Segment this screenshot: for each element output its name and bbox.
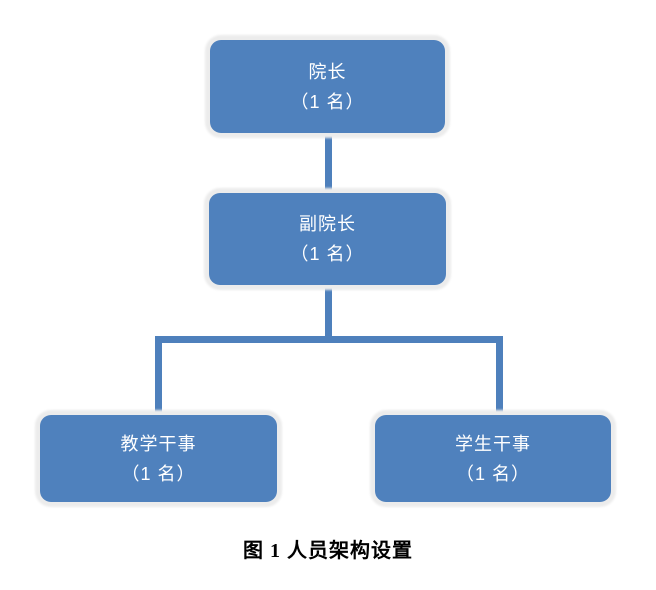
connector-dean-to-vice-dean (325, 132, 332, 194)
connector-branch-to-student-officer (496, 336, 503, 415)
org-node-title: 副院长 (299, 214, 356, 234)
org-node-teaching-officer: 教学干事 （1 名） (40, 415, 277, 502)
connector-branch-to-teaching-officer (155, 336, 162, 415)
org-node-title: 教学干事 (120, 433, 197, 454)
org-node-count: （1 名） (290, 244, 365, 264)
org-node-count: （1 名） (121, 463, 196, 484)
org-node-title: 院长 (308, 61, 347, 82)
org-node-count: （1 名） (290, 91, 365, 112)
org-node-title: 学生干事 (455, 433, 531, 454)
connector-horizontal-branch (155, 336, 503, 343)
org-node-vice-dean: 副院长 （1 名） (209, 193, 446, 285)
org-node-dean: 院长 （1 名） (210, 40, 445, 133)
org-node-count: （1 名） (455, 463, 530, 484)
connector-vice-dean-stem (325, 284, 332, 339)
figure-caption: 图 1 人员架构设置 (243, 540, 413, 562)
org-node-student-officer: 学生干事 （1 名） (375, 415, 611, 502)
